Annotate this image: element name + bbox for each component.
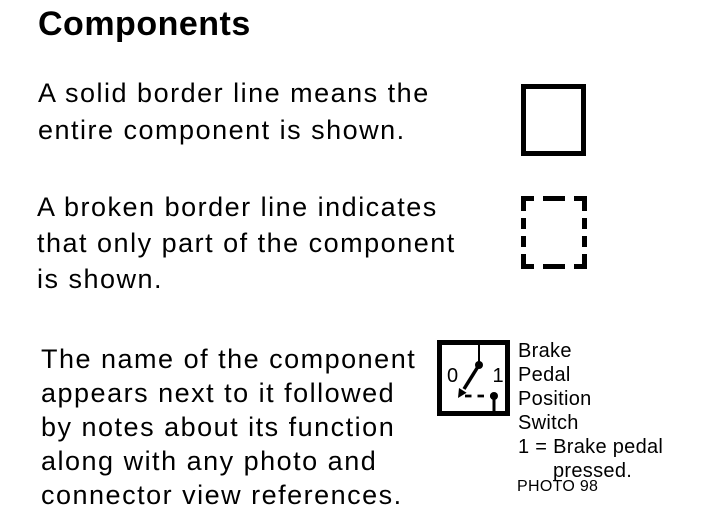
text-line: A broken border line indicates [37, 192, 438, 222]
text-line: is shown. [37, 264, 164, 294]
text-line: The name of the component [41, 344, 417, 374]
text-line: A solid border line means the [38, 78, 430, 108]
photo-reference: PHOTO 98 [517, 478, 599, 495]
switch-position-1-label: 1 [492, 365, 503, 387]
page-title: Components [38, 5, 251, 43]
component-label-block: Brake Pedal Position Switch 1 = Brake pe… [518, 339, 663, 483]
text-line: entire component is shown. [38, 115, 406, 145]
component-note-line: 1 = Brake pedal [518, 436, 664, 458]
broken-border-square-icon [521, 196, 587, 269]
text-line: by notes about its function [41, 412, 396, 442]
switch-position-0-label: 0 [447, 365, 458, 387]
text-line: that only part of the component [37, 228, 456, 258]
component-name-line: Switch [518, 412, 579, 434]
brake-pedal-switch-icon: 0 1 [437, 340, 510, 416]
solid-border-paragraph: A solid border line means the entire com… [38, 75, 430, 149]
text-line: along with any photo and [41, 446, 378, 476]
broken-border-paragraph: A broken border line indicates that only… [37, 189, 456, 297]
component-name-paragraph: The name of the component appears next t… [41, 342, 416, 512]
text-line: connector view references. [41, 480, 403, 510]
component-name-line: Brake [518, 340, 572, 362]
solid-border-square-icon [521, 84, 586, 156]
component-name-line: Pedal [518, 364, 571, 386]
component-name-line: Position [518, 388, 592, 410]
component-note-line: pressed. [553, 460, 633, 482]
text-line: appears next to it followed [41, 378, 396, 408]
